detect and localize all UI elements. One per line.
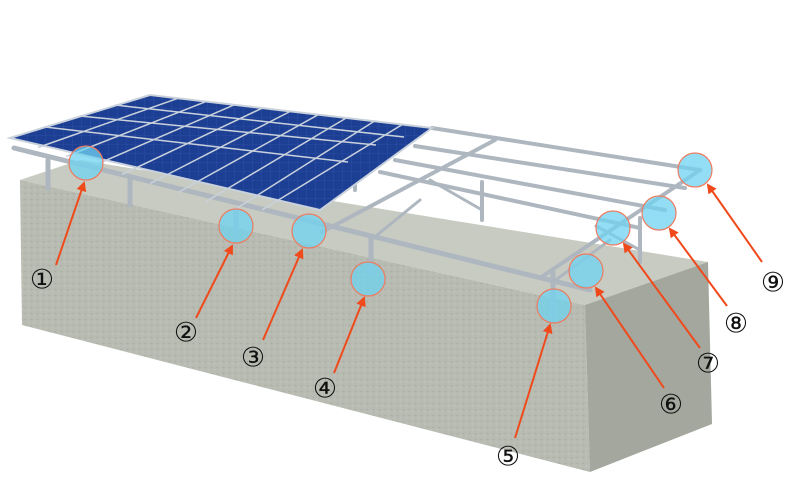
highlight-circle-1 xyxy=(69,146,103,180)
highlight-circle-8 xyxy=(642,196,676,230)
callout-label-2: ② xyxy=(174,318,198,349)
callout-label-4: ④ xyxy=(313,374,337,405)
highlight-circle-4 xyxy=(351,262,385,296)
callout-arrow-9 xyxy=(708,185,762,262)
diagonal-brace xyxy=(430,180,482,210)
callout-label-6: ⑥ xyxy=(659,390,683,421)
highlight-circle-7 xyxy=(596,211,630,245)
callout-label-8: ⑧ xyxy=(724,309,748,340)
highlight-circle-2 xyxy=(219,209,253,243)
callout-label-9: ⑨ xyxy=(761,268,785,299)
callout-label-5: ⑤ xyxy=(496,442,520,473)
callout-label-7: ⑦ xyxy=(696,349,720,380)
callout-label-1: ① xyxy=(30,265,54,296)
rear-rail xyxy=(432,128,700,170)
mid-rail xyxy=(415,146,685,188)
highlight-circle-3 xyxy=(292,214,326,248)
highlight-circle-9 xyxy=(678,153,712,187)
highlight-circle-5 xyxy=(537,289,571,323)
highlight-circle-6 xyxy=(569,254,603,288)
callout-label-3: ③ xyxy=(241,343,265,374)
